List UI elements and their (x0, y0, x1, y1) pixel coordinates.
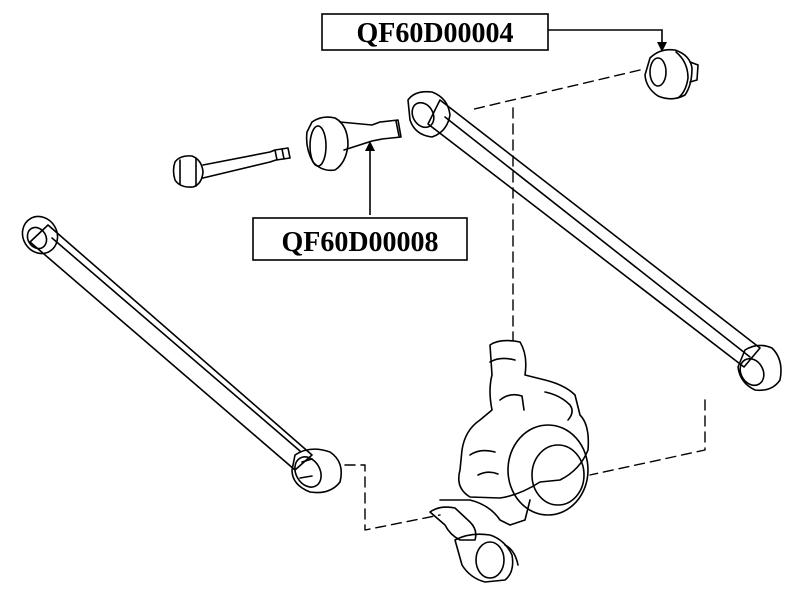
right-control-arm (407, 90, 782, 392)
callout-arrows (365, 29, 667, 215)
part-label-top-text: QF60D00004 (356, 18, 513, 49)
part-label-middle: QF60D00008 (252, 217, 468, 261)
part-label-middle-text: QF60D00008 (281, 227, 438, 258)
bushing-part (644, 48, 699, 100)
cam-bolt-part (305, 116, 402, 172)
long-bolt-part (172, 147, 291, 188)
assembly-dashed-lines (344, 69, 706, 531)
part-label-top: QF60D00004 (321, 13, 549, 51)
knuckle-hub-part (429, 339, 590, 583)
left-control-arm (21, 215, 343, 494)
